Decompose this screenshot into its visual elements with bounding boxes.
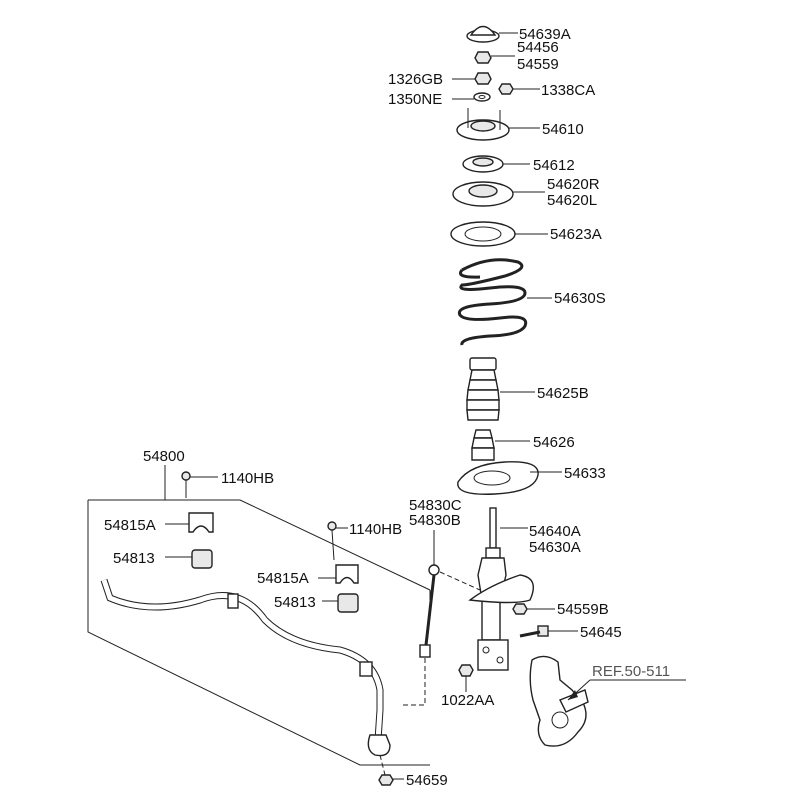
label-54620L: 54620L — [547, 192, 597, 209]
label-54830C: 54830C — [409, 497, 462, 514]
label-54610: 54610 — [542, 121, 584, 138]
dust-cap-54639A — [466, 25, 518, 43]
label-54640A: 54640A — [529, 523, 581, 540]
label-54620R: 54620R — [547, 176, 600, 193]
label-54559B: 54559B — [557, 601, 609, 618]
label-54659: 54659 — [406, 772, 448, 789]
stabilizer-group-frame — [87, 465, 431, 766]
label-1326GB: 1326GB — [388, 71, 443, 88]
strut-assembly-54640A — [468, 507, 534, 671]
spring-pad-54623A — [450, 221, 548, 247]
label-54815A-a: 54815A — [104, 517, 156, 534]
label-54456: 54456 — [517, 39, 559, 56]
nut-54456 — [474, 51, 515, 64]
label-1022AA: 1022AA — [441, 692, 494, 709]
dust-boot-54625B — [466, 357, 535, 421]
bump-stopper-54626 — [471, 429, 530, 461]
label-1140HB-a: 1140HB — [221, 470, 274, 487]
label-54630S: 54630S — [554, 290, 606, 307]
nut-54559B — [512, 603, 555, 615]
nut-1326GB — [452, 72, 492, 85]
stabilizer-bar — [100, 578, 391, 776]
ref-leader — [567, 679, 686, 701]
spring-seat-54633 — [457, 461, 562, 495]
reference-label: REF.50-511 — [592, 663, 670, 680]
label-54633: 54633 — [564, 465, 606, 482]
label-54626: 54626 — [533, 434, 575, 451]
nut-54659 — [378, 774, 404, 786]
spring-seat-54620 — [452, 181, 545, 207]
bushing-54813-b — [322, 593, 359, 613]
nut-1338CA — [498, 83, 540, 95]
coil-spring-54630S — [457, 258, 552, 346]
bushing-54813-a — [165, 549, 213, 569]
bracket-54815A-a — [165, 512, 214, 533]
label-54630A: 54630A — [529, 539, 581, 556]
bolt-54645 — [519, 625, 578, 638]
label-54800: 54800 — [143, 448, 185, 465]
steering-knuckle — [529, 655, 589, 747]
label-1338CA: 1338CA — [541, 82, 595, 99]
label-1140HB-b: 1140HB — [349, 521, 402, 538]
label-54639A: 54639A — [519, 26, 571, 43]
nut-1022AA — [458, 664, 474, 692]
label-54813-b: 54813 — [274, 594, 316, 611]
label-54813-a: 54813 — [113, 550, 155, 567]
stabilizer-link-54830 — [400, 530, 481, 706]
bolt-1140HB-a — [181, 471, 218, 498]
label-54645: 54645 — [580, 624, 622, 641]
bolt-1140HB-b — [327, 521, 348, 561]
bracket-54815A-b — [318, 564, 359, 584]
label-54559: 54559 — [517, 56, 559, 73]
label-54612: 54612 — [533, 157, 575, 174]
label-1350NE: 1350NE — [388, 91, 442, 108]
strut-mount-54610 — [456, 108, 540, 141]
label-54830B: 54830B — [409, 512, 461, 529]
label-54815A-b: 54815A — [257, 570, 309, 587]
label-54625B: 54625B — [537, 385, 589, 402]
label-54623A: 54623A — [550, 226, 602, 243]
bearing-54612 — [462, 155, 530, 173]
washer-1350NE — [452, 92, 491, 102]
